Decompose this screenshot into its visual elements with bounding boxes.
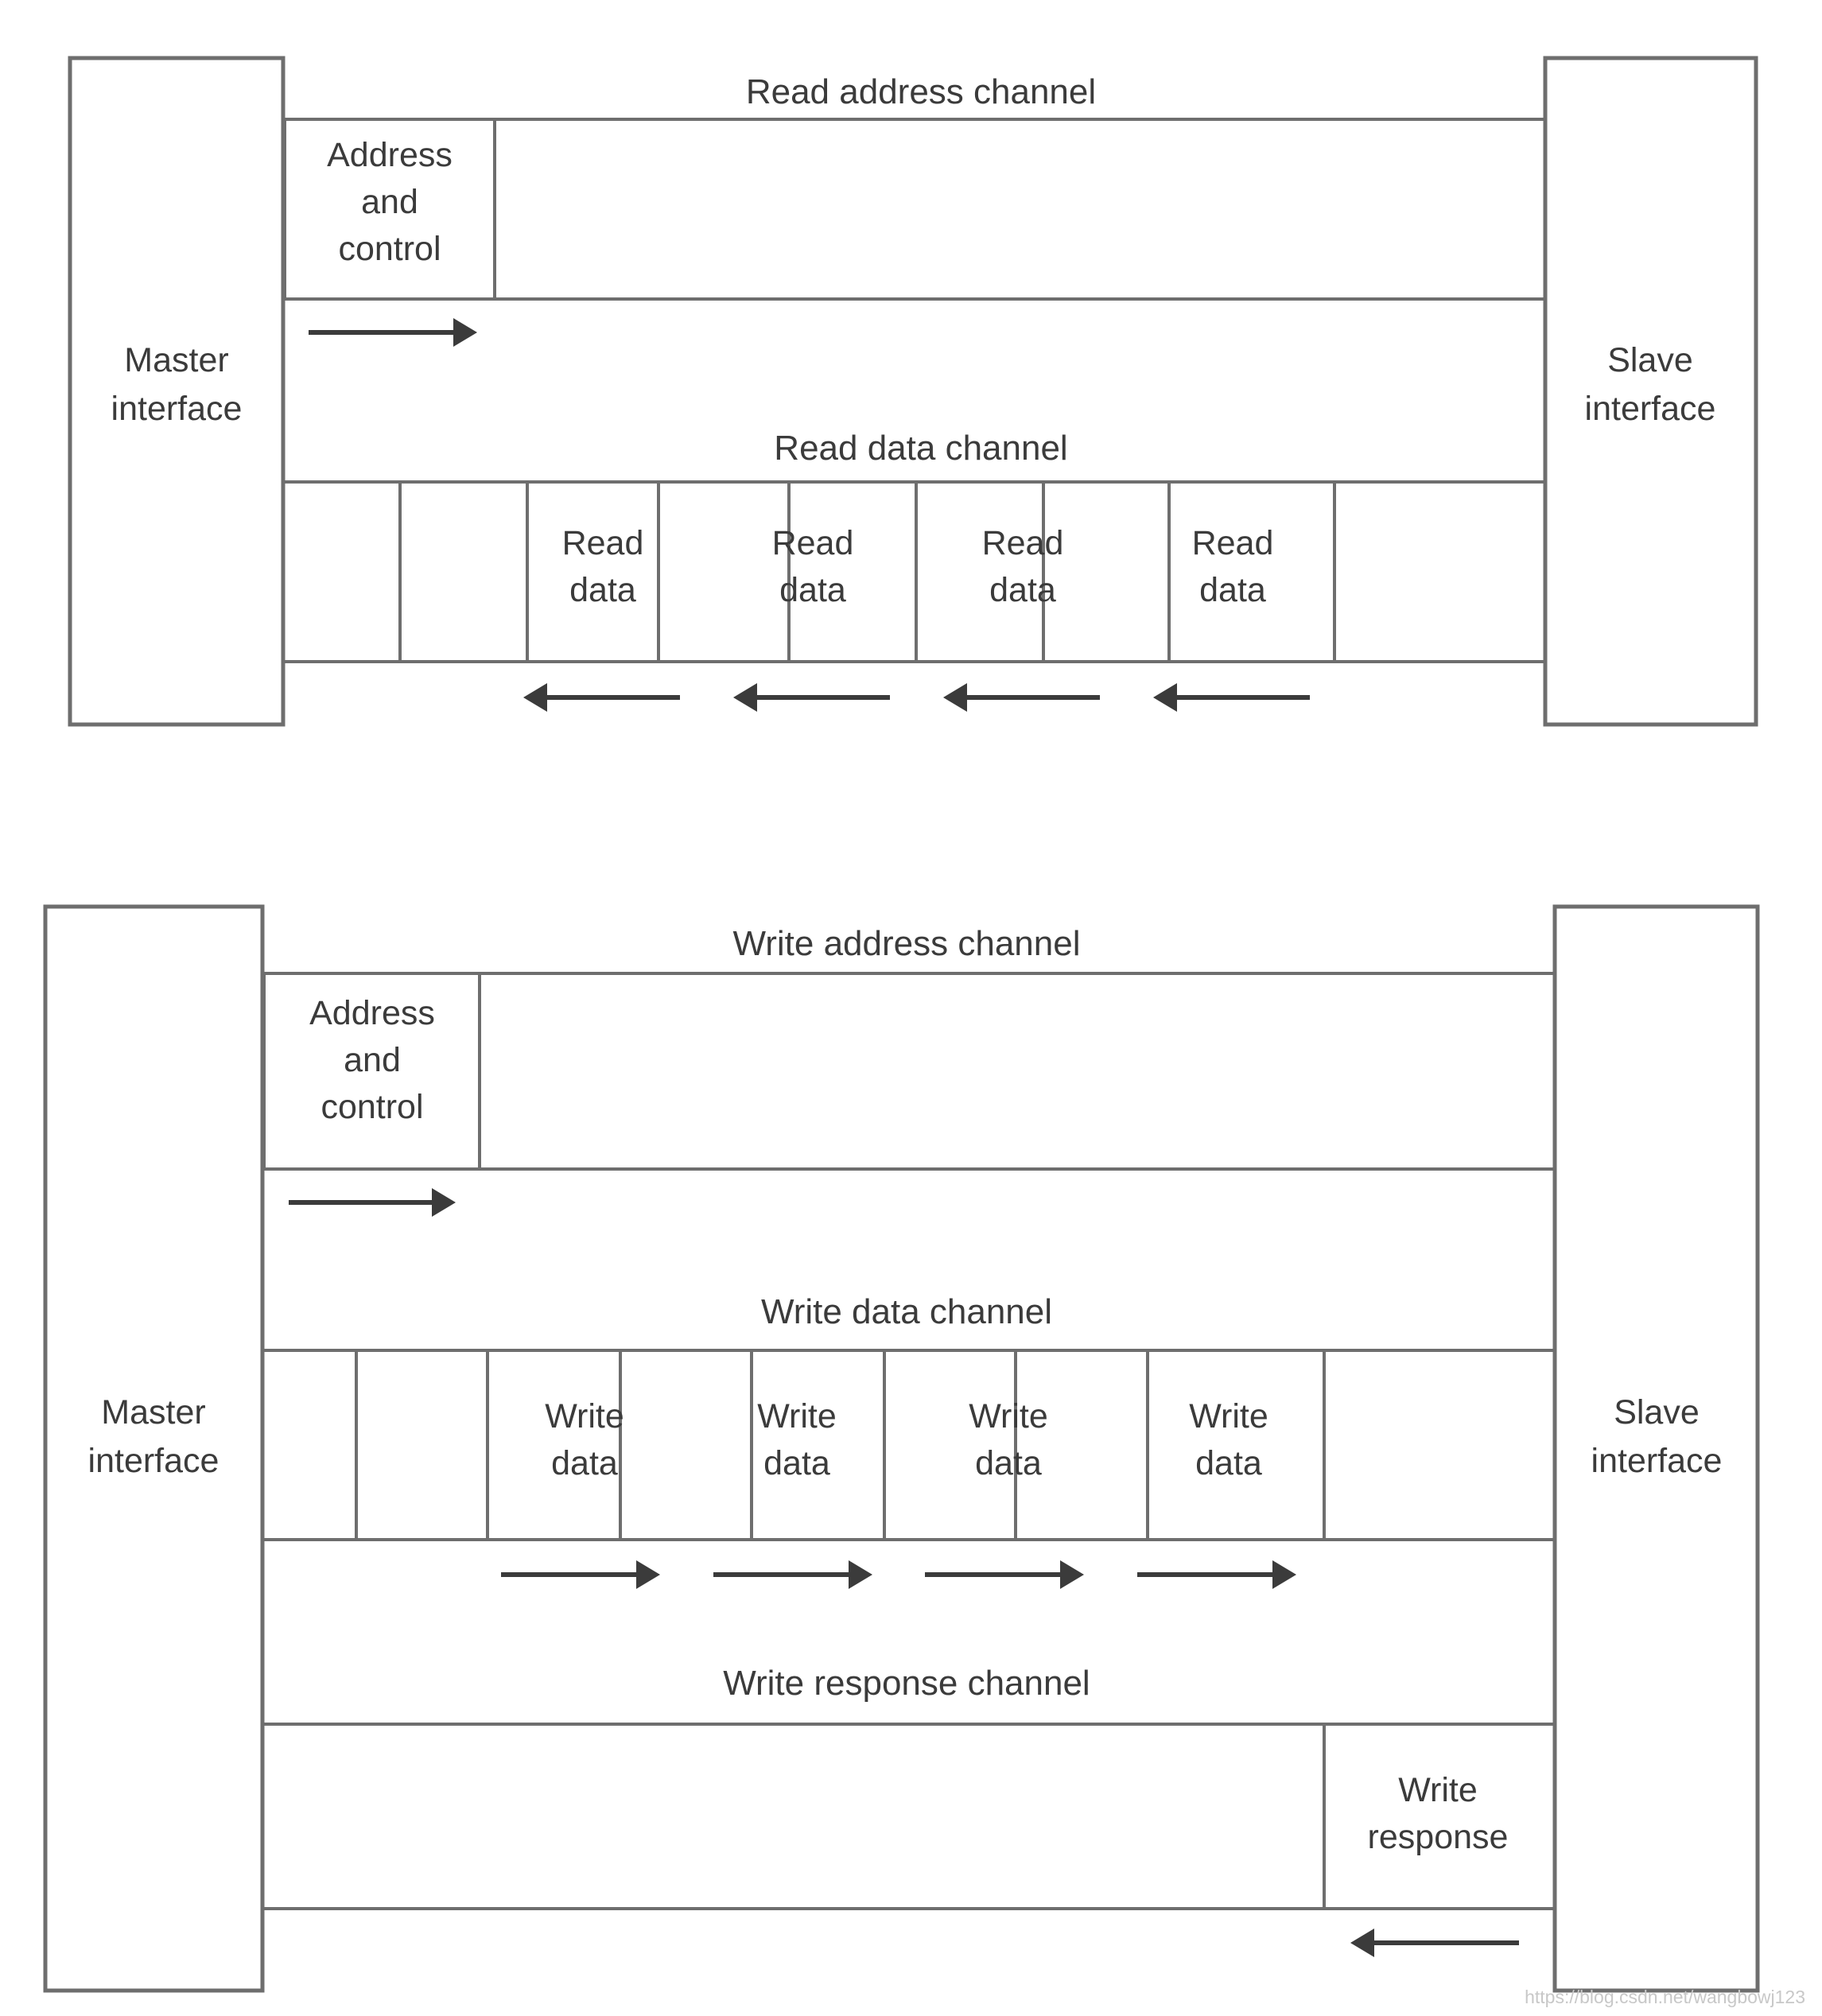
write-response-cell-label-line1: Write: [1398, 1771, 1478, 1809]
read-data-cell-2-label-line1: Read: [982, 524, 1064, 562]
write-slave-interface-label-line1: Slave: [1614, 1393, 1700, 1431]
read-data-arrow-left-0: [523, 683, 680, 712]
read-master-interface-label-line1: Master: [124, 341, 228, 379]
read-slave-interface-label-line1: Slave: [1607, 341, 1693, 379]
write-data-cell-3-label-line2: data: [1195, 1444, 1262, 1482]
write-data-cell-2-label-line2: data: [975, 1444, 1042, 1482]
write-data-cell-0: Write data: [545, 1397, 624, 1482]
write-data-cell-2-label-line1: Write: [969, 1397, 1048, 1435]
read-data-cell-2-label-line2: data: [989, 571, 1056, 609]
read-data-arrow-left-1: [733, 683, 890, 712]
write-data-arrow-right-0: [501, 1560, 660, 1589]
write-data-cell-2: Write data: [969, 1397, 1048, 1482]
write-data-cell-1-label-line1: Write: [757, 1397, 837, 1435]
write-data-channel-title: Write data channel: [761, 1292, 1052, 1331]
write-response-channel-title: Write response channel: [723, 1664, 1090, 1703]
write-data-arrow-right-3: [1137, 1560, 1296, 1589]
write-data-cell-3-label-line1: Write: [1189, 1397, 1268, 1435]
read-master-interface-label-line2: interface: [111, 390, 243, 428]
write-data-cell-1-label-line2: data: [763, 1444, 830, 1482]
write-master-interface-label-line1: Master: [101, 1393, 205, 1431]
read-data-arrow-left-3: [1153, 683, 1310, 712]
write-master-interface-box: [43, 904, 265, 1993]
write-data-arrow-right-1: [713, 1560, 872, 1589]
write-data-cell-0-label-line1: Write: [545, 1397, 624, 1435]
read-transaction-diagram: Master interface Slave interface Read ad…: [68, 56, 1758, 727]
write-data-cell-1: Write data: [757, 1397, 837, 1482]
write-data-cell-0-label-line2: data: [551, 1444, 618, 1482]
read-slave-interface-label-line2: interface: [1585, 390, 1716, 428]
write-data-arrow-right-2: [925, 1560, 1084, 1589]
read-data-cell-3: Read data: [1192, 524, 1274, 609]
write-address-cell-label-line1: Address: [309, 994, 435, 1032]
write-address-channel-title: Write address channel: [733, 924, 1081, 963]
read-address-cell-label-line1: Address: [327, 136, 453, 174]
read-address-channel-title: Read address channel: [746, 72, 1096, 111]
write-master-interface-label-line2: interface: [88, 1442, 219, 1480]
read-address-cell-label-line2: and: [361, 183, 418, 221]
read-data-arrow-left-2: [943, 683, 1100, 712]
read-data-cell-1-label-line1: Read: [772, 524, 854, 562]
read-address-arrow-right: [309, 318, 477, 347]
write-data-cell-3: Write data: [1189, 1397, 1268, 1482]
write-transaction-diagram: Master interface Slave interface Write a…: [43, 904, 1760, 1993]
read-data-cell-3-label-line1: Read: [1192, 524, 1274, 562]
write-slave-interface-label-line2: interface: [1591, 1442, 1723, 1480]
read-data-cell-0-label-line1: Read: [562, 524, 644, 562]
read-data-cell-1: Read data: [772, 524, 854, 609]
read-master-interface-box: [68, 56, 286, 727]
read-data-cell-1-label-line2: data: [779, 571, 846, 609]
read-data-cell-0-label-line2: data: [569, 571, 636, 609]
write-address-cell-label-line2: and: [344, 1041, 401, 1079]
write-address-cell-label-line3: control: [321, 1088, 423, 1126]
write-response-cell-label-line2: response: [1368, 1818, 1509, 1856]
read-data-channel-title: Read data channel: [774, 429, 1067, 468]
write-slave-interface-box: [1552, 904, 1760, 1993]
read-data-cell-0: Read data: [562, 524, 644, 609]
read-address-cell-label-line3: control: [338, 230, 441, 268]
read-slave-interface-box: [1543, 56, 1758, 727]
read-data-cell-2: Read data: [982, 524, 1064, 609]
read-data-cell-3-label-line2: data: [1199, 571, 1266, 609]
write-address-arrow-right: [289, 1188, 456, 1217]
write-response-arrow-left: [1350, 1929, 1519, 1957]
source-watermark: https://blog.csdn.net/wangbowj123: [1525, 1987, 1805, 2007]
